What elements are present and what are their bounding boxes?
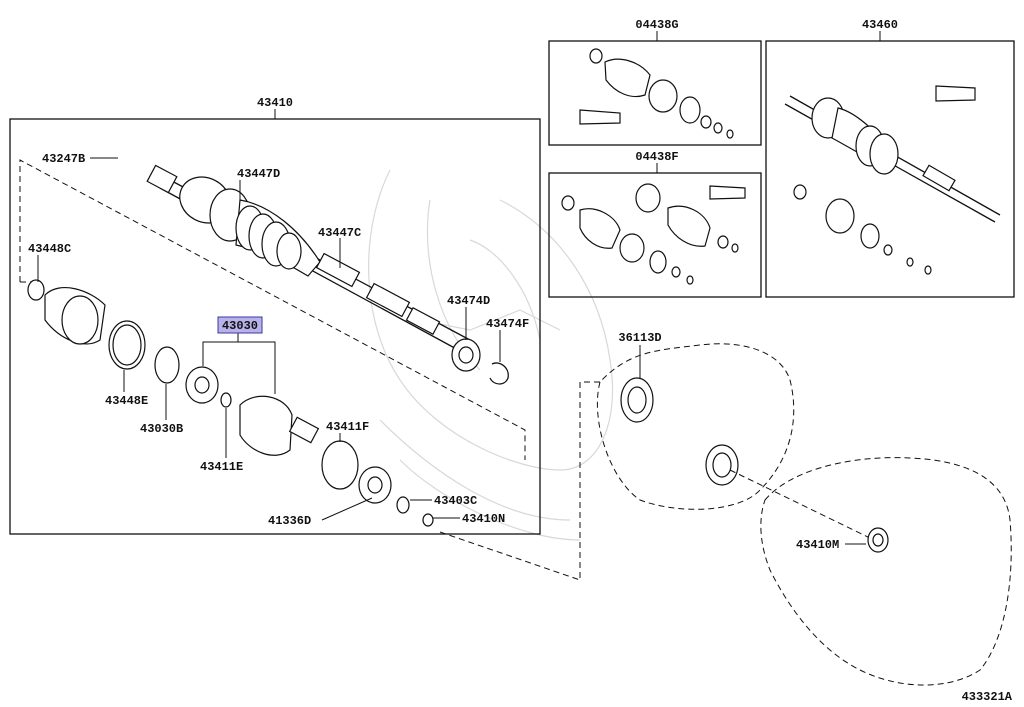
assembly-box-04438f [548, 172, 762, 298]
callout-43474f[interactable]: 43474F [486, 317, 529, 331]
callout-43030[interactable]: 43030 [222, 319, 258, 333]
assembly-43460-group: 43460 [765, 18, 1015, 298]
drive-shaft-drawing [146, 164, 509, 385]
callout-43447d[interactable]: 43447D [237, 167, 280, 181]
callout-43403c[interactable]: 43403C [434, 494, 477, 508]
kit-04438f-group: 04438F [548, 150, 762, 298]
callout-43410n[interactable]: 43410N [462, 512, 505, 526]
assembly-box-43460 [765, 40, 1015, 298]
callout-43411f[interactable]: 43411F [326, 420, 369, 434]
callout-43448c[interactable]: 43448C [28, 242, 71, 256]
callout-43030b[interactable]: 43030B [140, 422, 183, 436]
diagram-id: 433321A [962, 690, 1013, 704]
kit-04438g-group: 04438G [548, 18, 762, 146]
transmission-housing-drawing [760, 457, 1012, 686]
callout-highlight-43030 [217, 316, 263, 334]
leader-lines [37, 157, 501, 521]
callout-41336d[interactable]: 41336D [268, 514, 311, 528]
transaxle-case-drawing [439, 343, 871, 581]
callout-43247b[interactable]: 43247B [42, 152, 85, 166]
callout-43474d[interactable]: 43474D [447, 294, 490, 308]
assembly-label-43410[interactable]: 43410 [257, 96, 293, 110]
exploded-view-outline [19, 159, 526, 460]
assembly-box-04438g [548, 40, 762, 146]
watermark-emblem [368, 169, 614, 541]
callout-36113d[interactable]: 36113D [618, 331, 661, 345]
assembly-label-04438g[interactable]: 04438G [635, 18, 678, 32]
assembly-label-04438f[interactable]: 04438F [635, 150, 678, 164]
callout-43447c[interactable]: 43447C [318, 226, 361, 240]
assembly-label-43460[interactable]: 43460 [862, 18, 898, 32]
callout-43448e[interactable]: 43448E [105, 394, 148, 408]
callout-43410m[interactable]: 43410M [796, 538, 839, 552]
callout-43411e[interactable]: 43411E [200, 460, 243, 474]
assembly-43410-group: 43410 [9, 96, 541, 535]
